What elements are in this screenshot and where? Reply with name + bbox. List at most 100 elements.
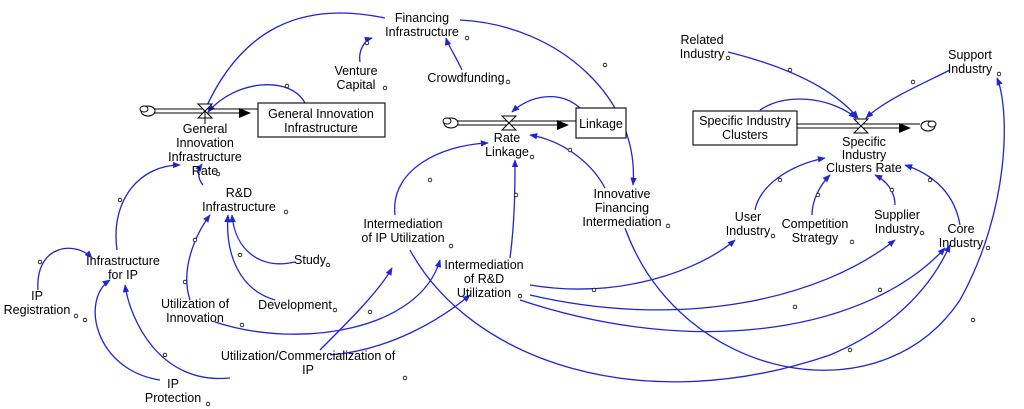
variable-label-line: of IP Utilization: [361, 231, 444, 245]
rate-label-line: Infrastructure: [168, 150, 242, 164]
variable-label-line: Related: [680, 33, 723, 47]
variable-label-line: Financing: [595, 201, 649, 215]
link-ip-infra-to-gii-rate: [115, 161, 181, 251]
link-int-rd-to-user: [529, 239, 736, 290]
link-util-innov-to-int-rd: [214, 259, 442, 335]
variable-label-line: Intermediation: [363, 217, 442, 231]
variable-label-line: Intermediation: [444, 258, 523, 272]
variable-label-line: Study: [294, 253, 327, 267]
rate-label-line: Rate: [192, 164, 218, 178]
variable-label-line: IP: [167, 377, 179, 391]
rate-linkage: Rate Linkage: [485, 131, 529, 159]
flow-sic: [797, 118, 937, 134]
rate-label-line: Industry: [842, 148, 887, 162]
link-support-to-sic-rate: [865, 69, 951, 119]
link-int-rd-to-core: [519, 247, 946, 333]
rate-label-line: Clusters Rate: [826, 161, 902, 175]
var-financing-infrastructure: Financing Infrastructure: [385, 11, 459, 39]
variable-label-line: of R&D: [464, 272, 504, 286]
rate-label-line: General: [183, 122, 227, 136]
link-user-to-sic-rate: [754, 156, 826, 211]
link-financing-to-gii-rate: [203, 12, 386, 113]
variable-label-line: Protection: [145, 391, 201, 405]
variable-label-line: Capital: [337, 78, 376, 92]
variable-label-line: Infrastructure: [385, 25, 459, 39]
var-innovative-financing-intermediation: Innovative Financing Intermediation: [582, 187, 661, 229]
stock-label-line: Clusters: [722, 128, 768, 142]
var-user-industry: User Industry: [726, 210, 771, 238]
variable-label-line: Utilization/Commercialization of: [221, 349, 396, 363]
variable-label-line: Innovative: [594, 187, 651, 201]
variable-label-line: Innovation: [166, 311, 224, 325]
var-competition-strategy: Competition Strategy: [782, 217, 849, 245]
variable-label-line: Supplier: [874, 208, 920, 222]
link-rd-to-gii-rate: [195, 163, 204, 186]
rate-label-line: Rate: [494, 131, 520, 145]
link-markers: [37, 40, 976, 358]
causal-links: [37, 12, 1005, 383]
variable-label-line: Competition: [782, 217, 849, 231]
link-int-ip-to-rate-linkage: [394, 140, 489, 216]
variable-label-line: Industry: [726, 224, 771, 238]
var-supplier-industry: Supplier Industry: [874, 208, 920, 236]
stock-specific-industry-clusters: Specific Industry Clusters: [692, 110, 798, 146]
link-related-to-sic-rate: [727, 51, 859, 119]
var-development: Development: [258, 298, 332, 312]
link-utilcomm-to-int-ip: [319, 267, 393, 351]
rate-gii: General Innovation Infrastructure Rate: [168, 122, 242, 178]
link-utilcomm-to-int-rd2: [329, 294, 471, 356]
variable-label-line: Development: [258, 298, 332, 312]
rate-sic: Specific Industry Clusters Rate: [826, 135, 902, 175]
link-comp-to-sic-rate: [811, 174, 831, 216]
link-util-innov-to-rd: [186, 214, 211, 301]
stock-label-line: General Innovation: [268, 107, 374, 121]
variable-label-line: Infrastructure: [202, 200, 276, 214]
variable-label-line: Industry: [939, 236, 984, 250]
variable-label-line: R&D: [226, 186, 252, 200]
var-rd-infrastructure: R&D Infrastructure: [202, 186, 276, 214]
var-intermediation-of-rd-utilization: Intermediation of R&D Utilization: [444, 258, 523, 300]
link-innov-fin-to-support: [624, 77, 1005, 371]
link-dev-to-rd: [224, 214, 276, 301]
variable-label-line: Registration: [4, 303, 71, 317]
valve-icon: [196, 103, 214, 124]
variable-label-line: Intermediation: [582, 215, 661, 229]
stock-linkage: Linkage: [575, 107, 627, 139]
variable-label-line: Infrastructure: [86, 254, 160, 268]
var-crowdfunding: Crowdfunding: [427, 71, 504, 85]
link-supplier-to-sic-rate: [874, 174, 896, 206]
rate-label-line: Specific: [842, 135, 886, 149]
cloud-icon: [920, 120, 937, 132]
stock-label-line: Infrastructure: [284, 121, 358, 135]
link-sic-stock-to-rate: [759, 98, 857, 119]
var-utilization-commercialization-of-ip: Utilization/Commercialization of IP: [221, 349, 396, 377]
rate-label-line: Innovation: [176, 136, 234, 150]
link-linkage-stock-to-rate: [511, 96, 581, 113]
valve-icon: [500, 115, 518, 131]
variable-label-line: Industry: [680, 47, 725, 61]
cloud-icon: [139, 105, 156, 117]
variable-label-line: Utilization of: [161, 297, 230, 311]
var-related-industry: Related Industry: [680, 33, 725, 61]
variable-label-line: User: [735, 210, 761, 224]
variable-label-line: IP: [31, 289, 43, 303]
variable-label-line: Strategy: [792, 231, 839, 245]
variable-label-line: Industry: [875, 222, 920, 236]
var-ip-registration: IP Registration: [4, 289, 71, 317]
link-venture-to-financing: [359, 36, 373, 63]
variable-markers: [73, 35, 1002, 407]
cloud-icon: [442, 117, 459, 129]
variable-label-line: Venture: [334, 64, 377, 78]
rate-label-line: Linkage: [485, 145, 529, 159]
link-int-ip-to-core: [409, 244, 951, 383]
link-int-rd-to-rate-linkage: [509, 159, 519, 259]
stock-general-innovation-infrastructure: General Innovation Infrastructure: [257, 102, 386, 138]
variable-label-line: Crowdfunding: [427, 71, 504, 85]
link-ipprot-to-ipinfra: [94, 279, 161, 381]
stock-label-line: Linkage: [579, 117, 623, 131]
var-venture-capital: Venture Capital: [334, 64, 377, 92]
stock-label-line: Specific Industry: [699, 114, 791, 128]
link-ipreg-to-ipinfra: [37, 247, 93, 291]
var-intermediation-of-ip-utilization: Intermediation of IP Utilization: [361, 217, 444, 245]
